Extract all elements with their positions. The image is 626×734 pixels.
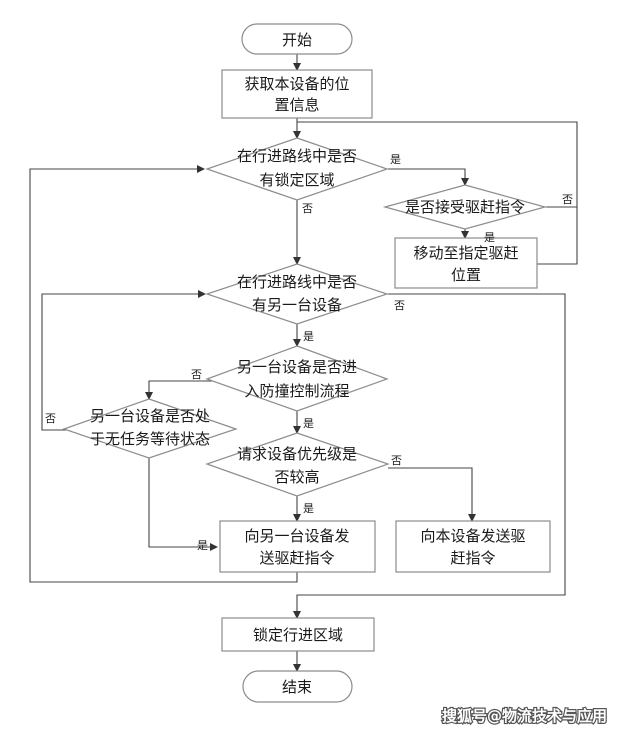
end-text: 结束	[282, 678, 312, 696]
label-priority-no: 否	[391, 454, 402, 467]
connectors	[29, 54, 578, 672]
arrow-idle-yes	[148, 458, 218, 551]
lock-check-text-1: 在行进路线中是否	[237, 147, 357, 165]
arrow-priority-no	[388, 467, 476, 522]
anti-collision-text-1: 另一台设备是否进	[237, 358, 357, 376]
move-to-node: 移动至指定驱赶 位置	[394, 237, 538, 289]
start-text: 开始	[282, 31, 312, 49]
lock-check-text-2: 有锁定区域	[259, 171, 334, 189]
arrow-drive-cmd-no-loop	[297, 121, 578, 208]
send-to-other-node: 向另一台设备发 送驱赶指令	[219, 520, 376, 573]
send-to-self-text-1: 向本设备发送驱	[420, 527, 525, 545]
drive-cmd-text: 是否接受驱赶指令	[405, 198, 525, 216]
start-node: 开始	[241, 23, 353, 55]
anti-collision-decision: 另一台设备是否进 入防撞控制流程	[205, 345, 389, 412]
idle-text-2: 于无任务等待状态	[90, 430, 210, 448]
get-position-text-2: 置信息	[274, 96, 319, 114]
other-device-text-2: 有另一台设备	[252, 296, 342, 314]
lock-area-text: 锁定行进区域	[253, 626, 343, 644]
label-anti-no: 否	[191, 368, 202, 381]
arrow-lock-check-yes	[387, 168, 469, 186]
label-other-yes: 是	[303, 330, 314, 343]
send-to-other-text-2: 送驱赶指令	[259, 549, 334, 567]
arrow-move-to-loop	[537, 207, 578, 265]
arrow-anti-collision-no	[145, 380, 232, 400]
priority-decision: 请求设备优先级是 否较高	[205, 432, 390, 497]
anti-collision-text-2: 入防撞控制流程	[244, 382, 349, 400]
send-to-self-node: 向本设备发送驱 赶指令	[395, 520, 551, 573]
label-lock-no: 否	[302, 202, 313, 215]
other-device-decision: 在行进路线中是否 有另一台设备	[205, 263, 389, 325]
label-lock-yes: 是	[390, 153, 401, 166]
other-device-text-1: 在行进路线中是否	[237, 273, 357, 291]
branch-labels: 是 否 否 是 否 是 否 是 否 否 是 是	[45, 153, 573, 552]
drive-cmd-decision: 是否接受驱赶指令	[382, 184, 548, 230]
label-drive-yes: 是	[484, 231, 495, 244]
arrow-send-other-loop	[29, 165, 298, 583]
label-other-no: 否	[394, 299, 405, 312]
end-node: 结束	[242, 670, 353, 703]
move-to-text-2: 位置	[451, 266, 481, 284]
priority-text-1: 请求设备优先级是	[237, 445, 357, 463]
idle-text-1: 另一台设备是否处	[90, 407, 210, 425]
move-to-text-1: 移动至指定驱赶	[413, 244, 518, 262]
lock-check-decision: 在行进路线中是否 有锁定区域	[205, 137, 389, 201]
arrow-other-device-no	[293, 293, 566, 619]
arrow-idle-no-loop	[41, 290, 206, 431]
get-position-text-1: 获取本设备的位	[244, 75, 349, 93]
send-to-self-text-2: 赶指令	[450, 549, 495, 567]
send-to-other-text-1: 向另一台设备发	[244, 527, 349, 545]
label-priority-yes: 是	[303, 502, 314, 515]
priority-text-2: 否较高	[274, 468, 319, 486]
lock-area-node: 锁定行进区域	[221, 617, 375, 652]
label-idle-yes: 是	[197, 539, 208, 552]
label-idle-no: 否	[45, 412, 56, 425]
get-position-node: 获取本设备的位 置信息	[221, 69, 373, 119]
idle-decision: 另一台设备是否处 于无任务等待状态	[62, 398, 238, 459]
label-drive-no: 否	[562, 193, 573, 206]
watermark-text: 搜狐号@物流技术与应用	[442, 707, 607, 725]
label-anti-yes: 是	[303, 417, 314, 430]
